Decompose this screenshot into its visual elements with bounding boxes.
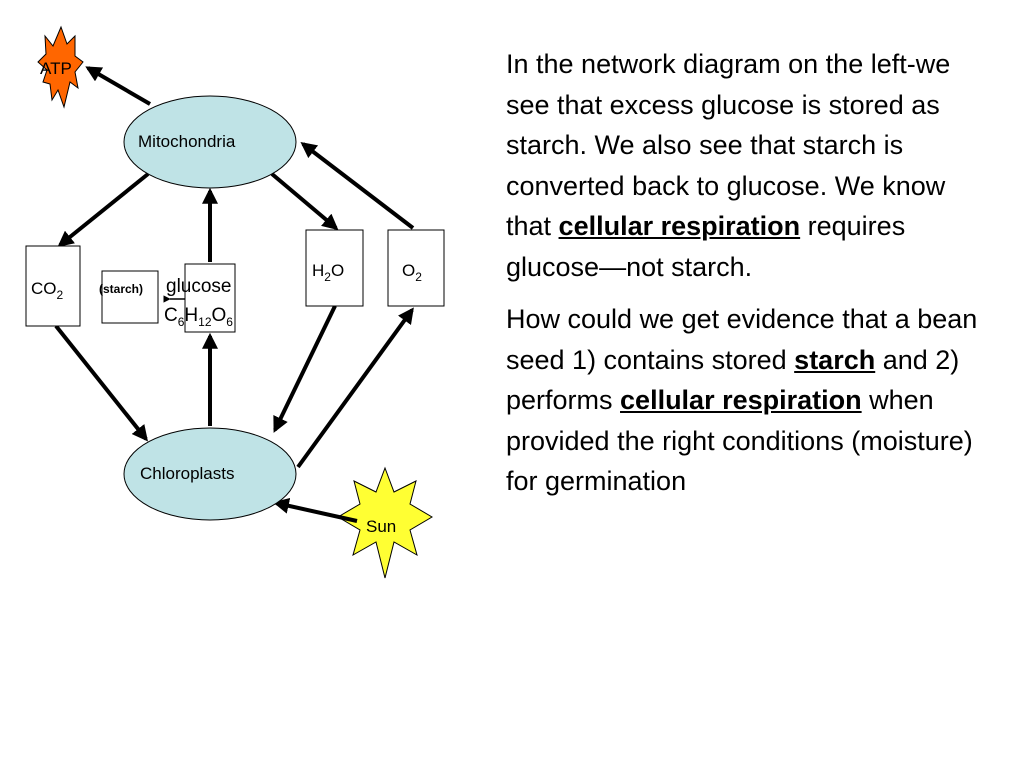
chloroplasts-label: Chloroplasts: [140, 464, 235, 483]
atp-label: ATP: [40, 59, 72, 78]
formula-o-sub: 6: [226, 315, 233, 329]
starch-label: (starch): [99, 282, 144, 296]
network-diagram: [25, 25, 445, 579]
p2-text-b: and 2) performs: [506, 344, 960, 416]
formula-h-sub: 12: [198, 315, 212, 329]
arrow-mito-to-h2o: [270, 172, 339, 231]
h2o-o: O: [330, 261, 345, 280]
p2-text-a: How could we get evidence that a bean se…: [506, 304, 978, 375]
mitochondria-node: [123, 95, 297, 189]
co2-label: CO2: [31, 279, 63, 301]
paragraph-1: In the network diagram on the left-we se…: [506, 44, 986, 287]
arrow-mito-to-co2: [57, 172, 150, 248]
p2-text-c: when provided the right conditions (mois…: [506, 385, 973, 496]
co2-subscript: 2: [56, 288, 64, 302]
arrow-o2-to-mito: [300, 142, 415, 230]
arrow-mito-to-atp: [85, 66, 152, 106]
arrow-sun-to-chloroplasts: [272, 497, 358, 523]
glucose-label: glucose: [166, 276, 232, 297]
p2-emphasis-respiration: cellular respiration: [620, 385, 862, 415]
o2-subscript: 2: [415, 270, 422, 284]
arrow-co2-to-chloroplasts: [54, 324, 148, 442]
glucose-box: [184, 263, 236, 333]
h2o-box: [305, 229, 364, 307]
h2o-h: H: [312, 261, 325, 280]
p2-emphasis-starch: starch: [794, 344, 876, 375]
arrow-chloroplasts-to-o2: [296, 307, 414, 469]
starch-box: [101, 270, 159, 324]
formula-c: C: [164, 305, 178, 326]
formula-c-sub: 6: [177, 315, 185, 329]
o2-base: O: [402, 261, 416, 280]
mitochondria-label: Mitochondria: [138, 132, 236, 151]
sun-label: Sun: [366, 517, 397, 536]
sun-star-shape: [337, 466, 433, 579]
formula-o: O: [211, 305, 227, 326]
atp-burst-shape: [37, 25, 84, 109]
o2-box: [387, 229, 445, 307]
slide-text: In the network diagram on the left-we se…: [506, 44, 986, 502]
h2o-label: H2O: [312, 261, 345, 283]
co2-box: [25, 245, 81, 327]
arrow-h2o-to-chloroplasts: [273, 305, 337, 433]
p1-text-a: In the network diagram on the left-we se…: [506, 49, 951, 241]
paragraph-2: How could we get evidence that a bean se…: [506, 299, 986, 502]
p1-text-b: requires glucose—not starch.: [506, 211, 906, 282]
h2o-subscript: 2: [324, 270, 331, 284]
o2-label: O2: [402, 261, 422, 283]
co2-base: CO: [31, 279, 57, 298]
glucose-formula: C6H12O6: [164, 305, 233, 328]
formula-h: H: [184, 305, 199, 326]
chloroplasts-node: [123, 427, 297, 521]
p1-emphasis: cellular respiration: [558, 211, 801, 241]
